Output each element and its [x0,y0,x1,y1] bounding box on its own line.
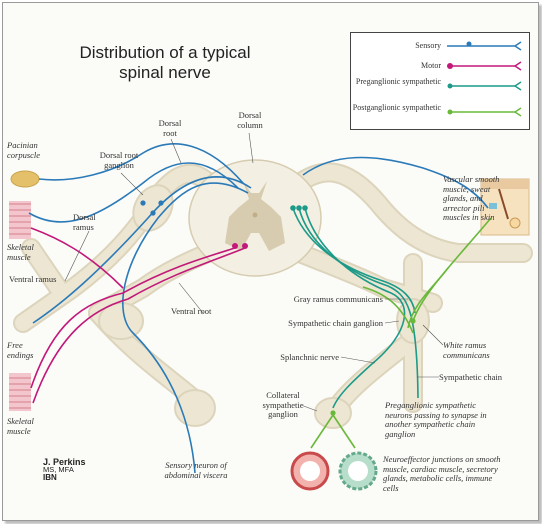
skin-block [480,178,530,236]
title-line-2: spinal nerve [119,63,211,82]
ventral-bulge-ganglion [98,302,144,340]
label-dorsal-column: Dorsal column [237,110,263,130]
sensory-fibers [28,143,489,474]
legend-swatch-motor [447,61,522,71]
label-gray-ramus: Gray ramus communicans [293,294,383,304]
label-skeletal-muscle-top: Skeletal muscle [7,242,34,262]
signature-name: J. Perkins [43,457,86,467]
legend-row-sensory: Sensory [351,39,529,53]
legend-row-postganglionic: Postganglionic sympathetic [351,103,529,117]
label-splanchnic-nerve: Splanchnic nerve [280,352,339,362]
blood-vessel-artery [290,451,330,491]
label-dorsal-root: Dorsal root [158,118,182,138]
label-skeletal-muscle-bottom: Skeletal muscle [7,416,34,436]
dorsal-root-ganglion [132,184,174,232]
legend-label-motor: Motor [421,61,441,70]
spinal-nerve-diagram [9,143,533,491]
label-collateral-ganglion: Collateral sympathetic ganglion [262,390,304,419]
title-line-1: Distribution of a typical [79,43,251,62]
label-neuroeffector: Neuroeffector junctions on smooth muscle… [383,454,501,493]
label-pacinian-corpuscle: Pacinian corpuscle [7,140,41,160]
skeletal-muscle-top [9,201,31,239]
legend-label-postganglionic: Postganglionic sympathetic [352,103,441,112]
label-ventral-ramus: Ventral ramus [9,274,57,284]
label-vascular: Vascular smooth muscle, sweat glands, an… [443,174,500,222]
label-dorsal-root-ganglion: Dorsal root ganglion [99,150,139,170]
label-sympathetic-chain-ganglion: Sympathetic chain ganglion [288,318,383,328]
spinal-cord [188,159,322,277]
label-sensory-neuron: Sensory neuron of abdominal viscera [164,460,228,480]
label-white-ramus: White ramus communicans [443,340,490,360]
legend-row-motor: Motor [351,59,529,73]
pacinian-corpuscle [10,170,40,188]
label-sympathetic-chain: Sympathetic chain [439,372,503,382]
legend-label-preganglionic: Preganglionic sympathetic [355,77,441,86]
label-ventral-root: Ventral root [171,306,212,316]
publisher-logo: IBN [43,473,57,482]
legend-swatch-sensory [447,41,522,51]
diagram-title: Distribution of a typical spinal nerve [65,43,265,83]
legend-swatch-preganglionic [447,81,522,91]
skeletal-muscle-bottom [9,373,31,411]
signature-credentials: MS, MFA [43,465,74,474]
postganglionic-fibers [310,217,492,449]
label-dorsal-ramus: Dorsal ramus [73,212,96,232]
label-preganglionic-note: Preganglionic sympathetic neurons passin… [385,400,487,439]
legend-swatch-postganglionic [447,107,522,117]
label-free-endings: Free endings [7,340,34,360]
legend: Sensory Motor Preganglionic sympathetic … [350,32,530,130]
legend-label-sensory: Sensory [415,41,441,50]
blood-vessel-vein [338,451,378,491]
preganglionic-fibers [292,207,419,409]
legend-row-preganglionic: Preganglionic sympathetic [351,77,529,91]
artist-signature: J. Perkins MS, MFA IBN [43,458,86,482]
